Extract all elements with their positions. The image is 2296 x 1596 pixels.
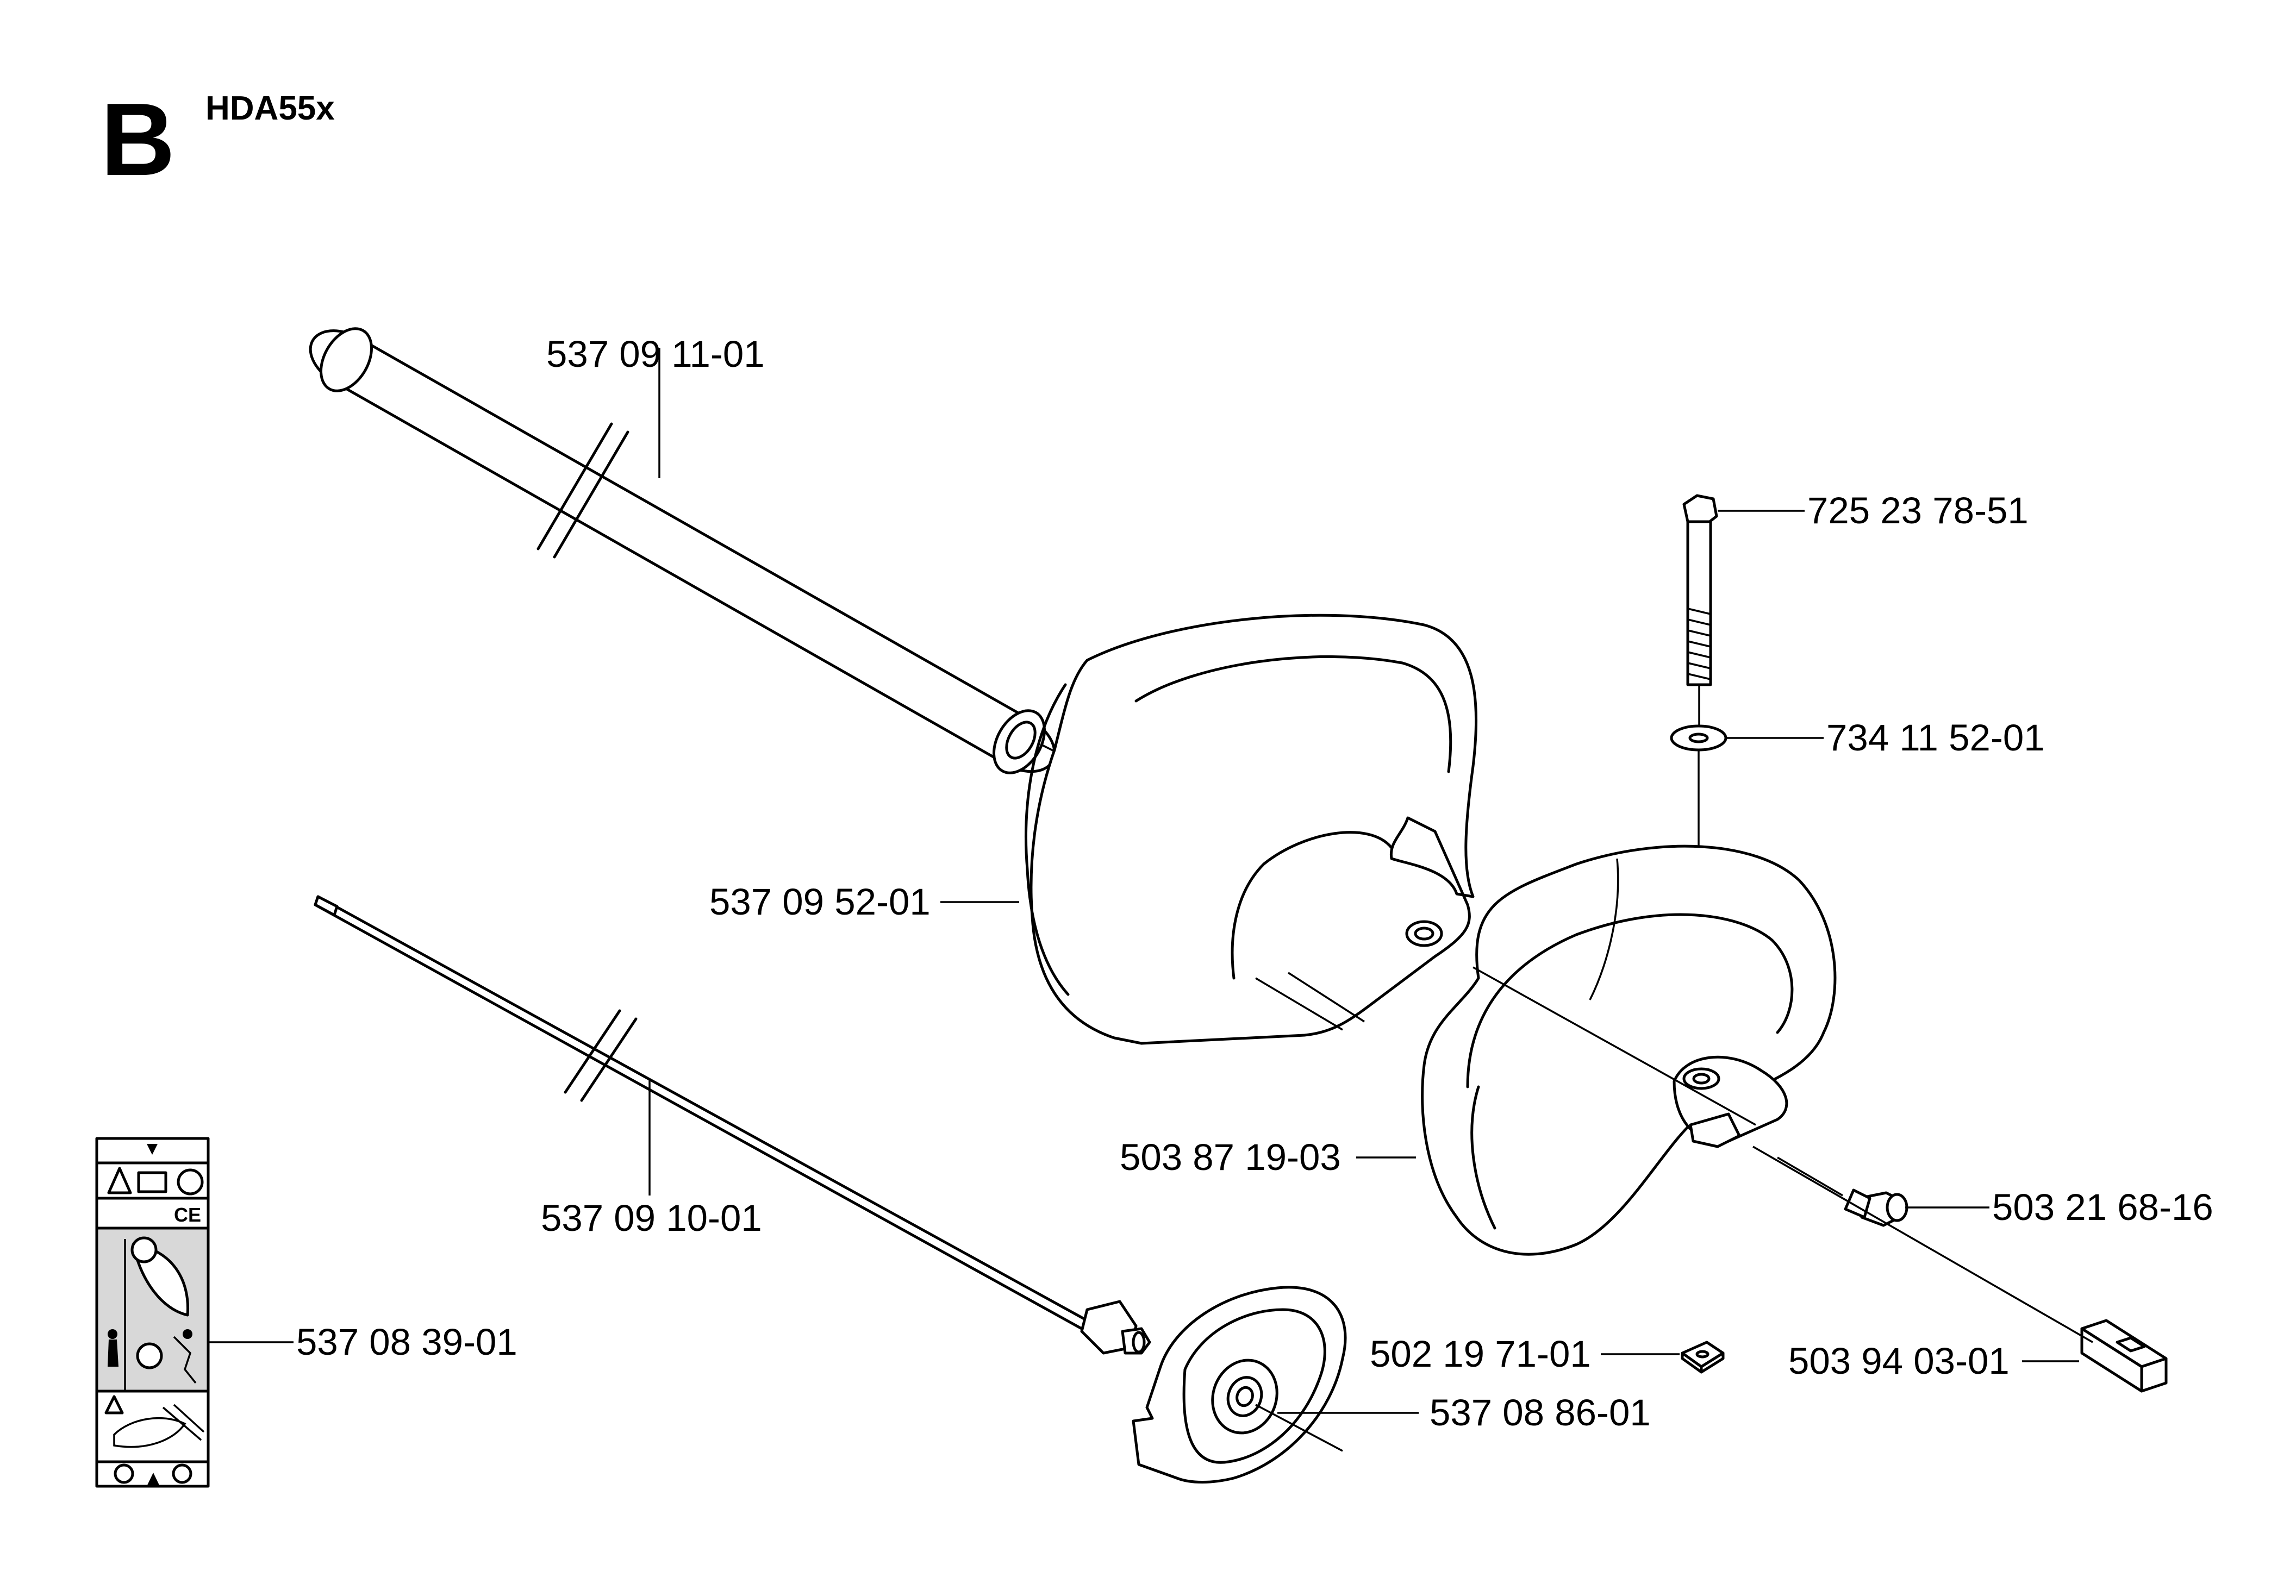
section-letter: B [101, 82, 175, 197]
screw-part [1777, 1156, 1989, 1227]
guard-part [940, 614, 1478, 1045]
bolt-part [1682, 494, 1805, 728]
assembly-axis-line [1473, 966, 1756, 1126]
part-number-screw: 503 21 68-16 [1992, 1186, 2213, 1228]
part-number-clamp: 503 94 03-01 [1788, 1340, 2010, 1382]
part-number-nut: 502 19 71-01 [1370, 1333, 1591, 1375]
decal-part: CE [95, 1137, 294, 1488]
handle-part [1356, 844, 1837, 1256]
nut-part [1601, 1341, 1725, 1374]
clamp-part [1752, 1146, 2168, 1393]
tube-part [309, 327, 1080, 774]
cover-part [1132, 1286, 1419, 1484]
model-name: HDA55x [205, 90, 335, 127]
drive-shaft-part [314, 895, 1151, 1355]
part-number-handle: 503 87 19-03 [1120, 1136, 1341, 1178]
part-number-drive-shaft: 537 09 10-01 [541, 1197, 762, 1239]
part-number-washer: 734 11 52-01 [1826, 717, 2045, 759]
part-number-bolt: 725 23 78-51 [1807, 490, 2029, 531]
part-number-cover: 537 08 86-01 [1430, 1392, 1651, 1434]
part-number-guard: 537 09 52-01 [709, 881, 931, 923]
part-number-tube: 537 09 11-01 [546, 333, 765, 375]
ce-mark: CE [174, 1204, 201, 1226]
part-number-decal: 537 08 39-01 [296, 1321, 517, 1363]
